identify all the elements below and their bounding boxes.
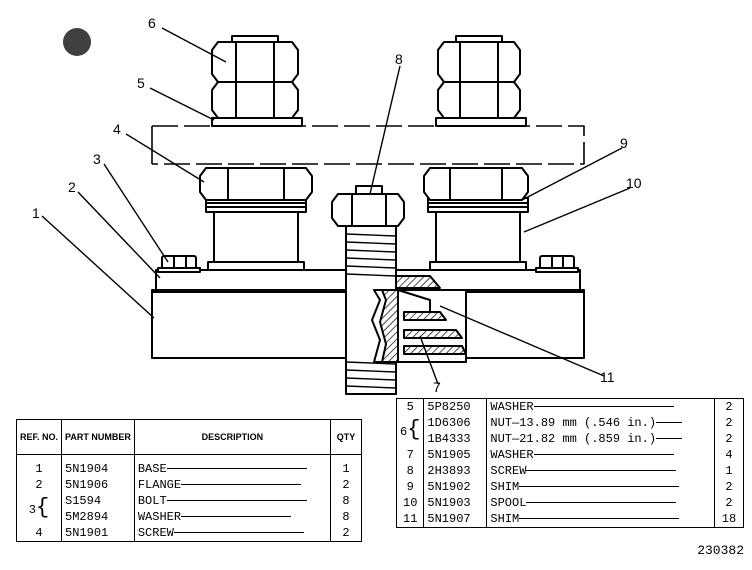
description: WASHER [134,509,332,525]
part-number: 5N1904 [61,454,135,477]
spool-right [427,197,529,271]
table-row: 6{ 1D6306 NUT—13.89 mm (.546 in.) 2 [396,415,744,447]
bolt-right [535,255,579,273]
qty: 2 [725,432,733,446]
callout-2: 2 [68,179,76,195]
callout-4: 4 [113,121,121,137]
brace-symbol: { [36,494,50,520]
washer-left [211,117,303,127]
lower-nut-left [199,167,313,201]
table-row: 1B4333 NUT—21.82 mm (.859 in.) 2 [397,431,744,447]
ref-no: 6{ [396,415,425,447]
part-number: 2H3893 [423,463,488,479]
description: SPOOL [486,495,715,511]
table-row: 3{ S1594 BOLT 8 [16,493,362,525]
ref-no: 4 [16,525,63,542]
qty: 8 [342,494,350,508]
bolt-left [157,255,201,273]
callout-3: 3 [93,151,101,167]
upper-nut-left [211,35,299,119]
description: SCREW [486,463,715,479]
cutaway-section [371,275,467,363]
callout-7: 7 [433,379,441,395]
callout-1: 1 [32,205,40,221]
spool-left [205,197,307,271]
callout-6: 6 [148,15,156,31]
ref-no: 11 [396,511,425,528]
table-row: 10 5N1903 SPOOL 2 [396,495,744,511]
table-row: 1 5N1904 BASE 1 [16,454,362,477]
part-number: 5N1902 [423,479,488,495]
parts-table-right: 5 5P8250 WASHER 2 6{ 1D6306 NUT—13.89 mm… [396,398,744,528]
qty: 2 [342,526,350,540]
part-number: 5N1901 [61,525,135,542]
ref-no: 7 [396,447,425,463]
part-number: 5N1907 [423,511,488,528]
callout-9: 9 [620,135,628,151]
description: FLANGE [134,477,332,493]
description: WASHER [486,398,715,415]
qty: 18 [721,512,737,526]
qty: 1 [725,464,733,478]
ref-no: 3{ [16,493,63,525]
description: NUT—13.89 mm (.546 in.) [486,415,715,431]
part-number: 5N1906 [61,477,135,493]
qty: 2 [725,480,733,494]
part-number: 1B4333 [423,431,488,447]
callout-10: 10 [626,175,642,191]
description: SCREW [134,525,332,542]
header-qty: QTY [330,419,362,455]
table-row: 4 5N1901 SCREW 2 [16,525,362,542]
callout-5: 5 [137,75,145,91]
ref-no: 5 [396,398,425,415]
qty: 2 [725,416,733,430]
washer-right [435,117,527,127]
part-number: 5P8250 [423,398,488,415]
smudge-mark [63,28,91,56]
callout-8: 8 [395,51,403,67]
screw-threads [345,233,397,389]
part-number: 5M2894 [61,509,135,525]
brace-symbol: { [407,416,421,442]
description: BASE [134,454,332,477]
header-description: DESCRIPTION [134,419,332,455]
leader-lines [41,27,631,385]
callout-11: 11 [600,369,615,385]
qty: 4 [725,448,733,462]
table-row: 7 5N1905 WASHER 4 [396,447,744,463]
ref-no: 8 [396,463,425,479]
header-ref-no: REF. NO. [16,419,63,455]
part-number: 5N1905 [423,447,488,463]
description: SHIM [486,479,715,495]
description: SHIM [486,511,715,528]
ref-no: 10 [396,495,425,511]
ref-no: 1 [16,454,63,477]
table-row: 8 2H3893 SCREW 1 [396,463,744,479]
ref-no: 2 [16,477,63,493]
table-row: 5 5P8250 WASHER 2 [396,398,744,415]
table-row: 11 5N1907 SHIM 18 [396,511,744,528]
qty: 2 [725,496,733,510]
mounting-plate-outline [151,125,585,165]
qty: 2 [342,478,350,492]
part-number: S1594 [61,493,135,509]
drawing-number: 230382 [697,543,744,558]
qty: 1 [342,462,350,476]
table-row: 9 5N1902 SHIM 2 [396,479,744,495]
lower-nut-right [423,167,529,201]
qty: 2 [725,400,733,414]
qty: 8 [342,510,350,524]
part-number: 5N1903 [423,495,488,511]
upper-nut-right [437,35,521,119]
header-part-number: PART NUMBER [61,419,135,455]
table-row: 2 5N1906 FLANGE 2 [16,477,362,493]
parts-table-left: REF. NO. PART NUMBER DESCRIPTION QTY 1 5… [16,419,362,542]
description: BOLT [134,493,332,509]
description: WASHER [486,447,715,463]
part-number: 1D6306 [423,415,488,431]
table-row: 5M2894 WASHER 8 [17,509,362,525]
ref-no: 9 [396,479,425,495]
description: NUT—21.82 mm (.859 in.) [486,431,715,447]
